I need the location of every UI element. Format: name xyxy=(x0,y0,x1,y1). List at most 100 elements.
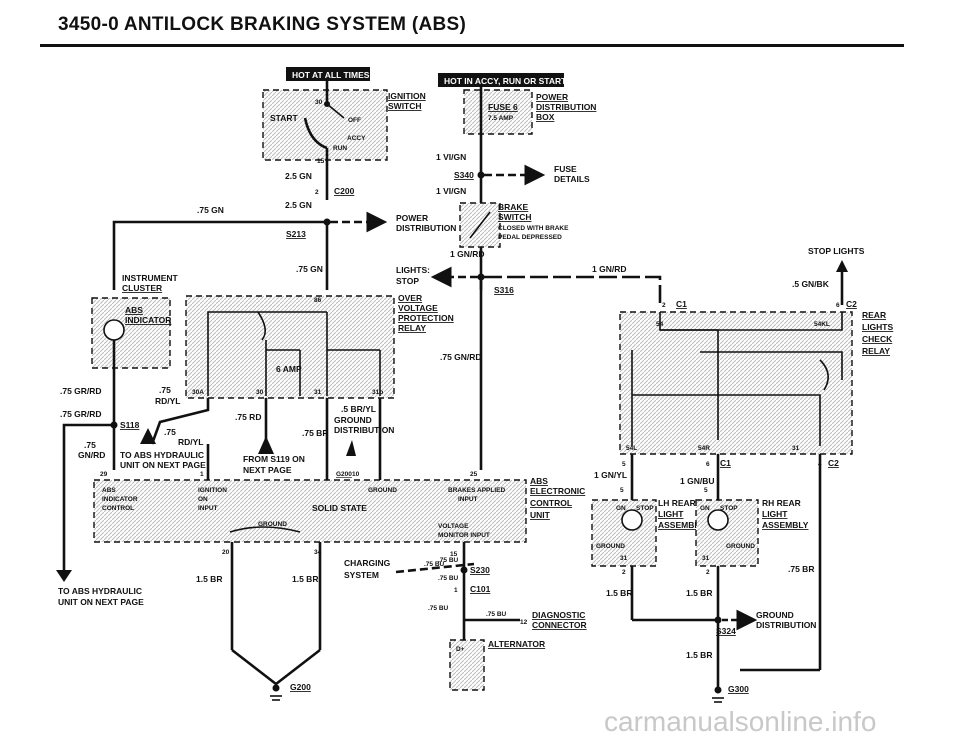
wire-rdyl-c: RD/YL xyxy=(178,437,204,447)
wire-75bu-c: .75 BU xyxy=(438,575,459,582)
pin-12: 12 xyxy=(520,619,528,626)
over-voltage-relay: OVER VOLTAGE PROTECTION RELAY 86 6 AMP 3… xyxy=(185,293,454,399)
page-title: 3450-0 ANTILOCK BRAKING SYSTEM (ABS) xyxy=(58,14,467,35)
pin-15: 15 xyxy=(450,551,458,558)
g200-box: G200 xyxy=(336,471,352,478)
ecu-ign: IGNITION xyxy=(198,487,227,494)
brake-switch: BRAKE SWITCH CLOSED WITH BRAKE PEDAL DEP… xyxy=(459,202,569,248)
ground-dist-r-2: DISTRIBUTION xyxy=(756,620,816,630)
wire-75bu-a: .75 BU xyxy=(424,561,445,568)
rh-label-1: RH REAR xyxy=(762,498,801,508)
c2-bottom: C2 xyxy=(828,458,839,468)
power-box-label1: POWER xyxy=(536,92,568,102)
fuse-amp-label: 7.5 AMP xyxy=(488,115,514,122)
relay-p54r: 54R xyxy=(698,445,710,452)
wire-75-gnrd-1: .75 xyxy=(84,440,96,450)
rh-ground: GROUND xyxy=(726,543,755,550)
rh-rear-light-assembly: GN STOP GROUND 31 RH REAR LIGHT ASSEMBLY xyxy=(695,498,809,567)
c1-bottom: C1 xyxy=(720,458,731,468)
relay-p30: 30 xyxy=(256,389,264,396)
ignition-label: IGNITION xyxy=(388,91,426,101)
power-distribution-box: POWER DISTRIBUTION BOX FUSE 6 7.5 AMP xyxy=(463,87,596,290)
ecu-label-2: ELECTRONIC xyxy=(530,486,585,496)
connector-c101: C101 xyxy=(470,584,491,594)
relay-label-2: VOLTAGE xyxy=(398,303,438,313)
wire-75bu-b: .75 BU xyxy=(438,557,459,564)
rh-label-2: LIGHT xyxy=(762,509,788,519)
lh-label-2: LIGHT xyxy=(658,509,684,519)
ignition-start: START xyxy=(270,113,299,123)
ecu-label-3: CONTROL xyxy=(530,498,572,508)
ecu-ground: GROUND xyxy=(258,521,287,528)
ecu-binput: INPUT xyxy=(458,496,478,503)
charging-2: SYSTEM xyxy=(344,570,379,580)
brake-switch-l1: BRAKE xyxy=(498,202,529,212)
brake-switch-l2: SWITCH xyxy=(498,212,532,222)
lh-gn: GN xyxy=(616,505,626,512)
wire-75-c: .75 xyxy=(164,427,176,437)
rh-stop-bulb xyxy=(707,509,729,531)
wire-15br-b: 1.5 BR xyxy=(686,650,712,660)
splice-s340: S340 xyxy=(454,170,474,180)
ecu-monitor: MONITOR INPUT xyxy=(438,532,490,539)
pin-6: 6 xyxy=(706,461,710,468)
instrument-cluster: INSTRUMENT CLUSTER ABS INDICATOR xyxy=(91,273,179,425)
pin-5b: 5 xyxy=(620,487,624,494)
relay-rear: REAR xyxy=(862,310,886,320)
ground-dist-r-1: GROUND xyxy=(756,610,794,620)
lh-p31: 31 xyxy=(620,555,628,562)
abs-indicator-lamp xyxy=(103,319,125,341)
wire-1gnbu: 1 GN/BU xyxy=(680,476,714,486)
wire-75gn-a: .75 GN xyxy=(197,205,224,215)
abs-control-unit: ABS INDICATOR CONTROL IGNITION ON INPUT … xyxy=(93,476,585,543)
power-dist-2: DISTRIBUTION xyxy=(396,223,456,233)
pin-20: 20 xyxy=(222,549,230,556)
c2-pin: 6 xyxy=(836,302,840,309)
ignition-accy: ACCY xyxy=(347,135,366,142)
relay-label-1: OVER xyxy=(398,293,422,303)
wire-25gn-a: 2.5 GN xyxy=(285,171,312,181)
banner-hot-in-accy-text: HOT IN ACCY, RUN OR START xyxy=(444,76,567,86)
relay-p30a: 30A xyxy=(192,389,204,396)
diagnostic-2: CONNECTOR xyxy=(532,620,587,630)
ecu-solid-state: SOLID STATE xyxy=(312,503,367,513)
pin-10: 10 xyxy=(352,471,360,478)
fuse-details-2: DETAILS xyxy=(554,174,590,184)
fuse-6-label: FUSE 6 xyxy=(488,102,518,112)
ecu-input: INPUT xyxy=(198,505,218,512)
connector-c200: C200 xyxy=(334,186,355,196)
rear-lights-check-relay: C1 2 C2 6 REAR LIGHTS CHECK RELAY 54 54K… xyxy=(619,299,893,455)
wire-1gnrd-a: 1 GN/RD xyxy=(450,249,484,259)
splice-s316: S316 xyxy=(494,285,514,295)
title-rule xyxy=(40,44,904,47)
ignition-t30: 30 xyxy=(315,99,323,106)
rh-p31: 31 xyxy=(702,555,710,562)
to-abs-label-1: TO ABS HYDRAULIC xyxy=(120,450,204,460)
pin-5: 5 xyxy=(622,461,626,468)
ecu-voltage: VOLTAGE xyxy=(438,523,469,530)
instrument-label-1: INSTRUMENT xyxy=(122,273,179,283)
wire-75rd: .75 RD xyxy=(235,412,261,422)
relay-p54kl: 54KL xyxy=(814,321,830,328)
splice-s230: S230 xyxy=(470,565,490,575)
relay-p54l: 54L xyxy=(626,445,637,452)
ecu-ctrl: CONTROL xyxy=(102,505,134,512)
alternator-label: ALTERNATOR xyxy=(488,639,545,649)
ignition-run: RUN xyxy=(333,145,347,152)
wire-75grrd-a: .75 GR/RD xyxy=(60,386,102,396)
rh-stop: STOP xyxy=(720,505,738,512)
banner-hot-at-all-times: HOT AT ALL TIMES xyxy=(286,67,370,81)
wire-75bu-d: .75 BU xyxy=(428,605,449,612)
to-abs-bottom-2: UNIT ON NEXT PAGE xyxy=(58,597,144,607)
banner-hot-at-all-times-text: HOT AT ALL TIMES xyxy=(292,70,370,80)
relay-relay: RELAY xyxy=(862,346,890,356)
relay-p31b: 31b xyxy=(372,389,383,396)
lh-label-3: ASSEMBLY xyxy=(658,520,705,530)
wire-15br-l: 1.5 BR xyxy=(606,588,632,598)
pin-2l: 2 xyxy=(622,569,626,576)
pin-2r: 2 xyxy=(706,569,710,576)
ecu-brakes: BRAKES APPLIED xyxy=(448,487,505,494)
lh-stop: STOP xyxy=(636,505,654,512)
wire-5gnbk: .5 GN/BK xyxy=(792,279,830,289)
